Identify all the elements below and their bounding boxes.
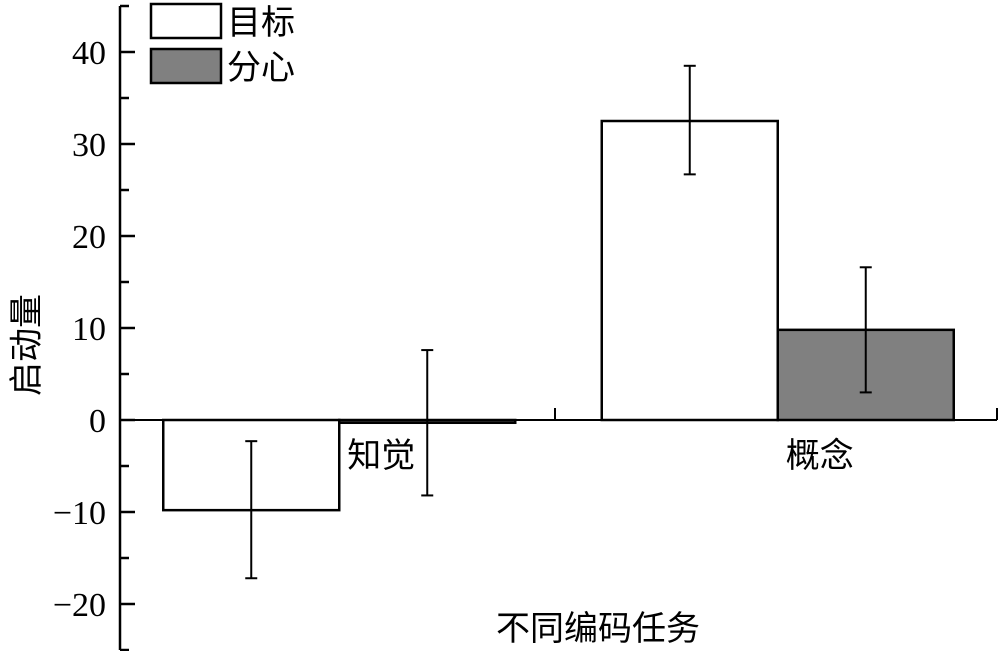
legend-swatch-target bbox=[149, 2, 223, 40]
y-tick-label: 20 bbox=[72, 219, 106, 256]
y-tick-label: −20 bbox=[53, 587, 106, 624]
y-tick-label: 10 bbox=[72, 311, 106, 348]
legend-label: 分心 bbox=[227, 50, 295, 87]
legend-swatch-distractor bbox=[149, 47, 223, 85]
x-axis-label: 不同编码任务 bbox=[496, 610, 700, 648]
y-tick-label: −10 bbox=[53, 495, 106, 532]
y-tick-label: 0 bbox=[89, 403, 106, 440]
x-tick-label: 知觉 bbox=[347, 437, 415, 475]
x-tick-label: 概念 bbox=[786, 437, 854, 475]
legend-label: 目标 bbox=[227, 4, 295, 42]
y-axis-label: 启动量 bbox=[8, 294, 46, 396]
y-tick-label: 30 bbox=[72, 127, 106, 164]
y-tick-label: 40 bbox=[72, 35, 106, 72]
